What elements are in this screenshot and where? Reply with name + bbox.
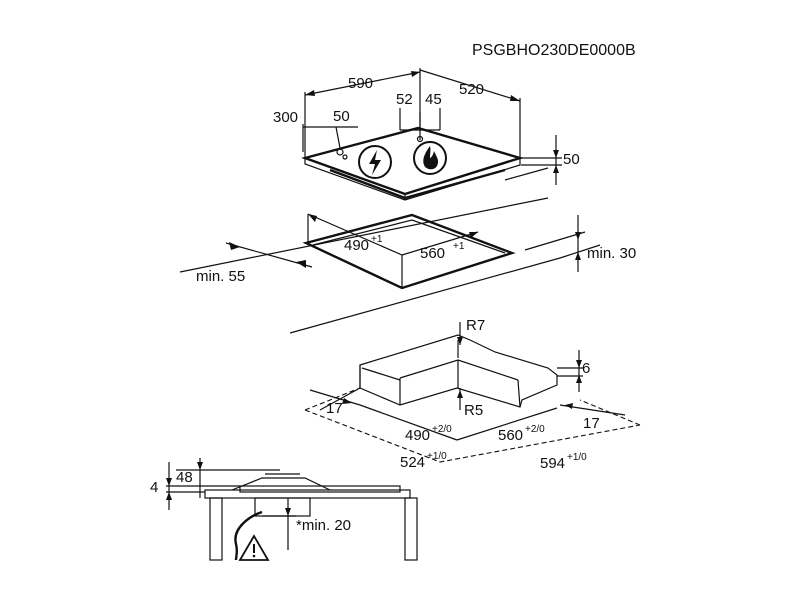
total-height-label: 48 bbox=[176, 469, 193, 486]
depth-label: 520 bbox=[459, 81, 484, 98]
cutout-view: 490 +1 560 +1 min. 55 min. 30 bbox=[179, 197, 636, 334]
knob-offset-label: 50 bbox=[333, 108, 350, 125]
frame-detail: R7 R5 6 17 17 490 +2/0 560 +2/0 524 +1/0 bbox=[304, 317, 641, 472]
flame-icon bbox=[413, 141, 447, 175]
left-offset-label: 300 bbox=[273, 109, 298, 126]
inner-depth-label: 560 bbox=[498, 427, 523, 444]
product-code: PSGBHO230DE0000B bbox=[472, 42, 636, 59]
lightning-bolt-icon bbox=[358, 145, 392, 179]
outer-depth-label: 594 bbox=[540, 455, 565, 472]
worktop-offset-label: 4 bbox=[150, 479, 158, 496]
frame-height-label: 6 bbox=[582, 360, 590, 377]
min-back-label: min. 30 bbox=[587, 245, 636, 262]
hob-top-view: 590 520 52 45 300 50 50 bbox=[273, 68, 580, 201]
inner-width-tolerance: +2/0 bbox=[432, 424, 452, 435]
gap-right-label: 45 bbox=[425, 91, 442, 108]
cutout-width-label: 490 bbox=[344, 237, 369, 254]
gap-left-label: 52 bbox=[396, 91, 413, 108]
cutout-depth-tolerance: +1 bbox=[453, 241, 465, 252]
warning-triangle-icon bbox=[238, 534, 270, 561]
outer-width-label: 524 bbox=[400, 454, 425, 471]
outer-depth-tolerance: +1/0 bbox=[567, 452, 587, 463]
height-label: 50 bbox=[563, 151, 580, 168]
outer-width-tolerance: +1/0 bbox=[427, 451, 447, 462]
min-side-label: min. 55 bbox=[196, 268, 245, 285]
side-section: 48 4 *min. 20 bbox=[150, 458, 418, 561]
width-label: 590 bbox=[348, 75, 373, 92]
outer-radius-label: R7 bbox=[466, 317, 485, 334]
margin-right-label: 17 bbox=[583, 415, 600, 432]
inner-depth-tolerance: +2/0 bbox=[525, 424, 545, 435]
margin-left-label: 17 bbox=[326, 400, 343, 417]
cutout-depth-label: 560 bbox=[420, 245, 445, 262]
inner-width-label: 490 bbox=[405, 427, 430, 444]
cutout-width-tolerance: +1 bbox=[371, 234, 383, 245]
inner-radius-label: R5 bbox=[464, 402, 483, 419]
min-clearance-label: *min. 20 bbox=[296, 517, 351, 534]
